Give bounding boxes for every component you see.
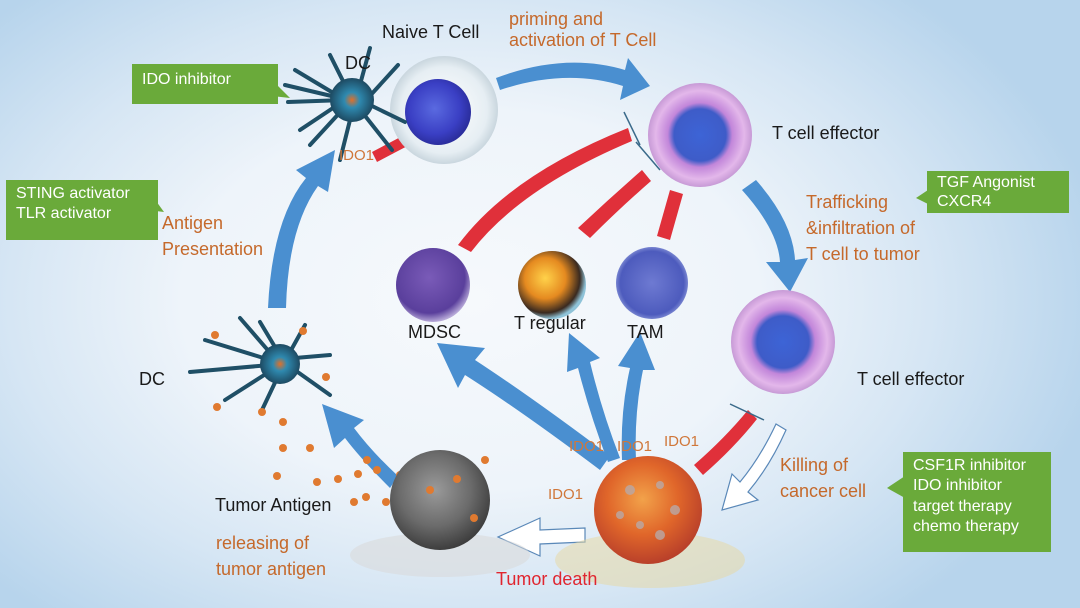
t-cell-effector-top [648,83,752,187]
callout-pointer-tgf [916,190,928,204]
trafficking-line-1: Trafficking [806,192,889,212]
label-mdsc: MDSC [408,322,461,342]
callout-ido-inhibitor-line-1: IDO inhibitor [142,71,231,88]
callout-sting-tlr: STING activator TLR activator [6,180,158,240]
bar-treg-effector [578,170,651,238]
killing-line-1: Killing of [780,455,849,475]
callout-tgf-line-2: CXCR4 [937,193,992,211]
label-releasing: releasing of tumor antigen [216,530,326,582]
arrow-antigen-presentation [268,150,335,308]
ido1-label-tumor-1: IDO1 [569,438,605,455]
label-trafficking: Trafficking &infiltration of T cell to t… [806,189,920,267]
label-priming: priming and activation of T Cell [509,9,656,51]
callout-csf1r-line-3: target therapy [913,497,1012,515]
callout-pointer-csf1r [887,476,905,498]
mdsc-cell [396,248,470,322]
dc-cell-left [188,316,332,412]
antigen-line-1: Antigen [162,213,224,233]
label-antigen-presentation: Antigen Presentation [162,210,263,262]
releasing-line-2: tumor antigen [216,559,327,580]
label-tumor-antigen: Tumor Antigen [215,495,332,515]
ido1-label-dc: IDO1 [339,147,375,164]
label-t-cell-effector-top: T cell effector [772,123,880,143]
bar-mdsc-effector [458,128,632,252]
callout-ido-inhibitor: IDO inhibitor [132,64,278,104]
trafficking-line-3: T cell to tumor [806,244,920,265]
label-tumor-death: Tumor death [496,569,598,589]
label-t-cell-effector-bottom: T cell effector [857,369,965,389]
arrow-tumor-to-tam [618,332,655,460]
releasing-line-1: releasing of [216,533,310,553]
arrow-killing [721,423,787,511]
killing-line-2: cancer cell [780,481,867,502]
label-naive-t-cell: Naive T Cell [382,22,480,42]
label-dc-top: DC [345,53,371,73]
callout-csf1r-line-1: CSF1R inhibitor [913,457,1026,474]
ido1-label-tumor-4: IDO1 [548,486,584,503]
callout-pointer-sting [148,190,164,212]
inhibition-bars [372,128,757,475]
t-regular-cell [518,251,586,319]
antigen-line-2: Presentation [162,239,264,260]
callout-sting-line-1: STING activator [16,185,130,202]
bar-tam-effector [657,190,683,240]
trafficking-line-2: &infiltration of [806,218,916,239]
ido1-label-tumor-3: IDO1 [664,433,700,450]
label-tam: TAM [627,322,664,342]
arrow-trafficking [742,180,808,292]
t-cell-effector-bottom [731,290,835,394]
callout-csf1r-line-4: chemo therapy [913,518,1019,536]
label-dc-left: DC [139,369,165,389]
naive-t-cell [390,56,498,164]
priming-line-1: priming and [509,9,604,29]
callout-csf1r-line-2: IDO inhibitor [913,477,1002,495]
label-killing: Killing of cancer cell [780,452,866,504]
priming-line-2: activation of T Cell [509,30,657,51]
tumor-cell [555,456,745,588]
bar-ido1-effector [694,410,757,475]
arrow-priming [496,58,650,100]
callout-tgf-line-1: TGF Angonist [937,174,1035,191]
dead-tumor-cell [350,450,530,577]
arrow-tumor-to-mdsc [437,343,610,470]
activation-arrows [268,58,808,488]
ido1-label-tumor-2: IDO1 [617,438,653,455]
callout-sting-line-2: TLR activator [16,205,112,223]
arrow-tumor-to-treg [567,333,620,462]
callout-tgf-cxcr4: TGF Angonist CXCR4 [927,171,1069,213]
callout-pointer-ido [272,80,290,98]
tam-cell [616,247,688,319]
callout-csf1r: CSF1R inhibitor IDO inhibitor target the… [903,452,1051,552]
dc-body-top [330,78,374,122]
label-t-regular: T regular [514,313,586,333]
dc-body-left [260,344,300,384]
